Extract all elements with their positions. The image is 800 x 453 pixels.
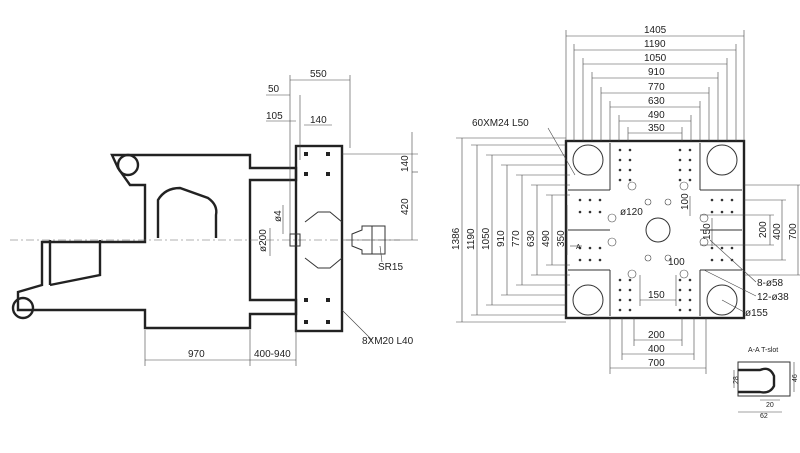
dim-150-right: 150 [702,223,713,240]
front-right-dims: 100 150 200 400 700 [680,193,799,240]
dim-200-bottom: 200 [648,330,665,341]
front-right-dim-lines [689,184,800,276]
label-12-phi38: 12-ø38 [757,292,789,303]
center-hole [645,217,671,243]
label-sr15: SR15 [378,262,403,273]
dim-phi200: ø200 [258,229,269,252]
front-bottom-dims: 200 400 700 150 100 ø120 [620,207,685,369]
dim-910-left: 910 [496,230,507,247]
tiebar-hole-tr [706,144,738,176]
dim-420: 420 [400,198,411,215]
front-top-dim-lines [565,30,745,141]
dim-100-center: 100 [668,257,685,268]
front-left-dim-lines [456,137,570,323]
front-leaders [547,127,757,313]
dim-400-940: 400-940 [254,349,291,360]
dim-630-left: 630 [526,230,537,247]
label-phi155: ø155 [745,308,768,319]
dim-770: 770 [648,82,665,93]
dim-490: 490 [648,110,665,121]
dim-1050: 1050 [644,53,667,64]
pivot-top [116,153,140,177]
bolt-holes [578,148,734,312]
tslot-dim-28: 28 [733,376,740,384]
dim-350-left: 350 [556,230,567,247]
machine-frame [16,153,298,330]
tslot-profile [737,361,791,397]
label-bolts-side: 8XM20 L40 [362,336,414,347]
dim-1050-left: 1050 [481,227,492,250]
tiebar-hole-tl [572,144,604,176]
front-top-dims: 1405 1190 1050 910 770 630 490 350 [644,25,667,134]
dim-770-left: 770 [511,230,522,247]
dim-970: 970 [188,349,205,360]
tslot-shape [738,367,776,394]
platen [294,144,344,333]
platen-bolts [304,152,330,324]
label-8-phi58: 8-ø58 [757,278,784,289]
dim-700-right: 700 [788,223,799,240]
lever-inner [156,186,218,238]
dim-550: 550 [310,69,327,80]
label-60xm24: 60XM24 L50 [472,118,529,129]
front-left-dims: 1386 1190 1050 910 770 630 490 350 [451,227,567,250]
dim-200-right: 200 [758,221,769,238]
dim-910: 910 [648,67,665,78]
dim-400-bottom: 400 [648,344,665,355]
tiebar-hole-br [706,284,738,316]
lever-slot [48,240,102,287]
dim-phi4: ø4 [273,210,284,222]
tslot-dim-20: 20 [766,402,774,409]
center-boss [304,211,343,269]
dim-150-center: 150 [648,290,665,301]
dim-1190: 1190 [644,39,666,50]
dim-140-right: 140 [400,155,411,172]
front-bottom-dim-lines [609,275,707,374]
tslot-detail: A-A T-slot 28 46 20 62 [733,347,799,420]
dim-400-right: 400 [772,223,783,240]
pivot-bottom [11,296,35,320]
front-view: 1405 1190 1050 910 770 630 490 350 [451,25,800,374]
dim-100-right: 100 [680,193,691,210]
label-section-a: A [576,244,581,251]
dim-phi120: ø120 [620,207,643,218]
ejector-holes [607,181,709,279]
dim-1386: 1386 [451,227,462,250]
dim-105: 105 [266,111,283,122]
tiebar-hole-bl [572,284,604,316]
tslot-title: A-A T-slot [748,347,778,354]
dim-490-left: 490 [541,230,552,247]
side-view: 550 50 105 140 140 420 ø4 ø200 970 400-9… [10,69,418,366]
t-slots [568,143,742,316]
tslot-dim-62: 62 [760,413,768,420]
dim-700-bottom: 700 [648,358,665,369]
dim-630: 630 [648,96,665,107]
platen-face [564,139,746,320]
side-dim-lines [144,75,418,366]
dim-1190-left: 1190 [466,228,477,250]
dim-50: 50 [268,84,280,95]
dim-1405: 1405 [644,25,667,36]
dim-140-top: 140 [310,115,327,126]
dim-350: 350 [648,123,665,134]
tslot-dim-46: 46 [792,374,799,382]
